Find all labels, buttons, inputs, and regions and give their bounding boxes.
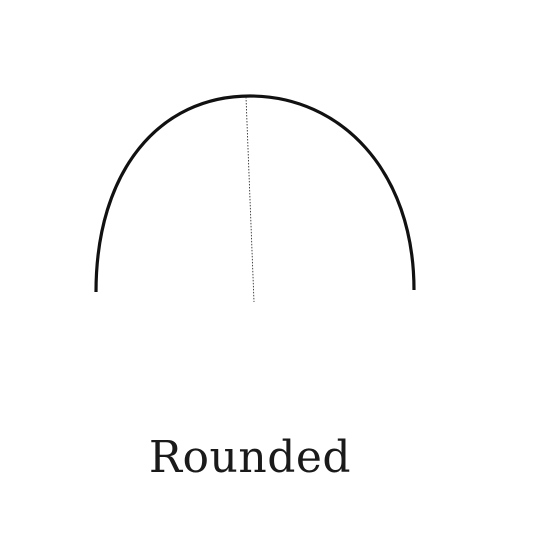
rounded-arch-curve	[94, 94, 416, 293]
diagram-caption: Rounded	[148, 432, 352, 483]
center-axis-line	[245, 96, 255, 303]
